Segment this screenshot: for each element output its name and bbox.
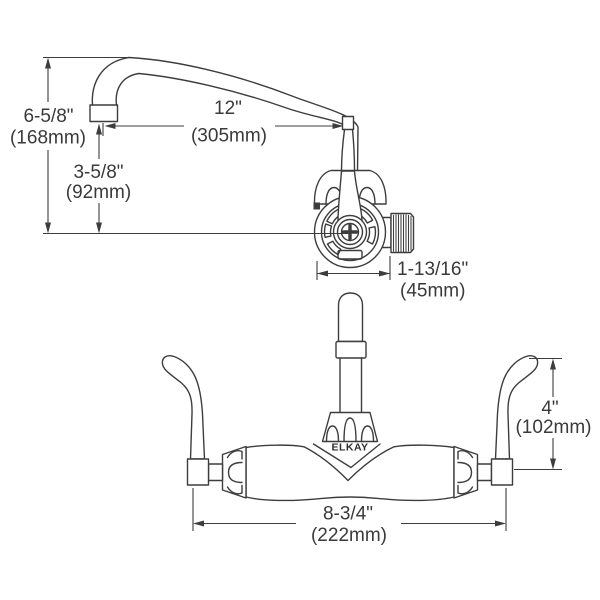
base-scallop-center bbox=[343, 417, 357, 443]
handle-right-block bbox=[490, 458, 514, 486]
base-scallop-right bbox=[360, 425, 375, 443]
arrow-right-icon bbox=[495, 520, 506, 527]
dim-handle-span-imperial: 8-3/4" bbox=[323, 504, 373, 525]
dim-tip-to-centerline: 3-5/8" (92mm) bbox=[66, 123, 131, 234]
arrow-left-icon bbox=[317, 270, 328, 277]
spout-inner-curve bbox=[115, 72, 346, 127]
dim-handle-height-metric: (102mm) bbox=[515, 417, 591, 438]
bonnet-left-tab-top bbox=[226, 450, 243, 460]
dim-spout-height: 6-5/8" (168mm) bbox=[10, 57, 86, 234]
dim-spout-reach-imperial: 12" bbox=[214, 98, 242, 119]
faucet-body bbox=[245, 444, 455, 502]
arrow-down-icon bbox=[96, 222, 102, 234]
phillips-screw-icon bbox=[341, 223, 359, 241]
spout-outer-curve bbox=[91, 56, 359, 173]
screw-bezel bbox=[336, 218, 364, 246]
spout-riser-tube bbox=[339, 357, 363, 414]
bonnet-right-tab-top bbox=[457, 450, 474, 460]
dim-valve-body-width-metric: (45mm) bbox=[400, 281, 465, 302]
flange-key-detail bbox=[313, 202, 320, 210]
adapter-right bbox=[476, 463, 493, 482]
lever-shank bbox=[340, 128, 356, 172]
spout-base-nut bbox=[321, 411, 379, 443]
arrow-left-icon bbox=[104, 123, 116, 129]
spout-riser-tip bbox=[337, 292, 364, 343]
dim-spout-height-metric: (168mm) bbox=[10, 128, 86, 149]
bonnet-left-cutout bbox=[227, 461, 243, 484]
base-scallop-left bbox=[325, 425, 340, 443]
side-view: 6-5/8" (168mm) 3-5/8" (92mm) 12" (305mm) bbox=[10, 56, 468, 302]
arrow-up-icon bbox=[550, 358, 556, 370]
front-view: ELKAY 4" (102mm) bbox=[161, 292, 592, 546]
threaded-outlet bbox=[390, 212, 415, 254]
body-vee-ridge bbox=[312, 443, 381, 469]
dim-handle-span-metric: (222mm) bbox=[311, 525, 387, 546]
arrow-right-icon bbox=[379, 270, 390, 277]
handle-left-block bbox=[186, 458, 210, 486]
dim-spout-reach-metric: (305mm) bbox=[191, 126, 267, 147]
bonnet-right-tab-bottom bbox=[457, 484, 474, 495]
dim-spout-reach: 12" (305mm) bbox=[104, 98, 344, 147]
valve-bottom-slot bbox=[337, 249, 363, 260]
dim-spout-height-imperial: 6-5/8" bbox=[23, 106, 73, 127]
arrow-left-icon bbox=[193, 520, 204, 527]
lever-top-notch bbox=[341, 115, 355, 131]
thread-hatching bbox=[392, 214, 412, 252]
flange-arch-right bbox=[358, 186, 376, 205]
dim-handle-span: 8-3/4" (222mm) bbox=[192, 488, 507, 546]
dim-handle-height-imperial: 4" bbox=[541, 398, 558, 419]
screw-head bbox=[340, 222, 360, 242]
dim-valve-body-width: 1-13/16" (45mm) bbox=[316, 256, 468, 302]
spout-aerator bbox=[89, 104, 119, 123]
dim-handle-height: 4" (102mm) bbox=[514, 357, 592, 471]
dim-tip-to-centerline-imperial: 3-5/8" bbox=[73, 162, 123, 183]
arrow-up-icon bbox=[96, 123, 102, 135]
arrow-right-icon bbox=[332, 123, 344, 129]
arrow-down-icon bbox=[45, 222, 51, 234]
dim-tip-to-centerline-metric: (92mm) bbox=[66, 182, 131, 203]
adapter-left bbox=[207, 463, 224, 482]
dim-valve-body-width-imperial: 1-13/16" bbox=[397, 259, 468, 280]
spout-riser-nut bbox=[335, 340, 367, 359]
brand-label: ELKAY bbox=[331, 442, 368, 454]
arrow-down-icon bbox=[550, 458, 556, 470]
handle-left bbox=[161, 355, 206, 460]
bonnet-left-tab-bottom bbox=[226, 484, 243, 495]
arrow-up-icon bbox=[45, 57, 51, 69]
handle-right bbox=[494, 355, 539, 460]
bonnet-right-cutout bbox=[457, 461, 473, 484]
